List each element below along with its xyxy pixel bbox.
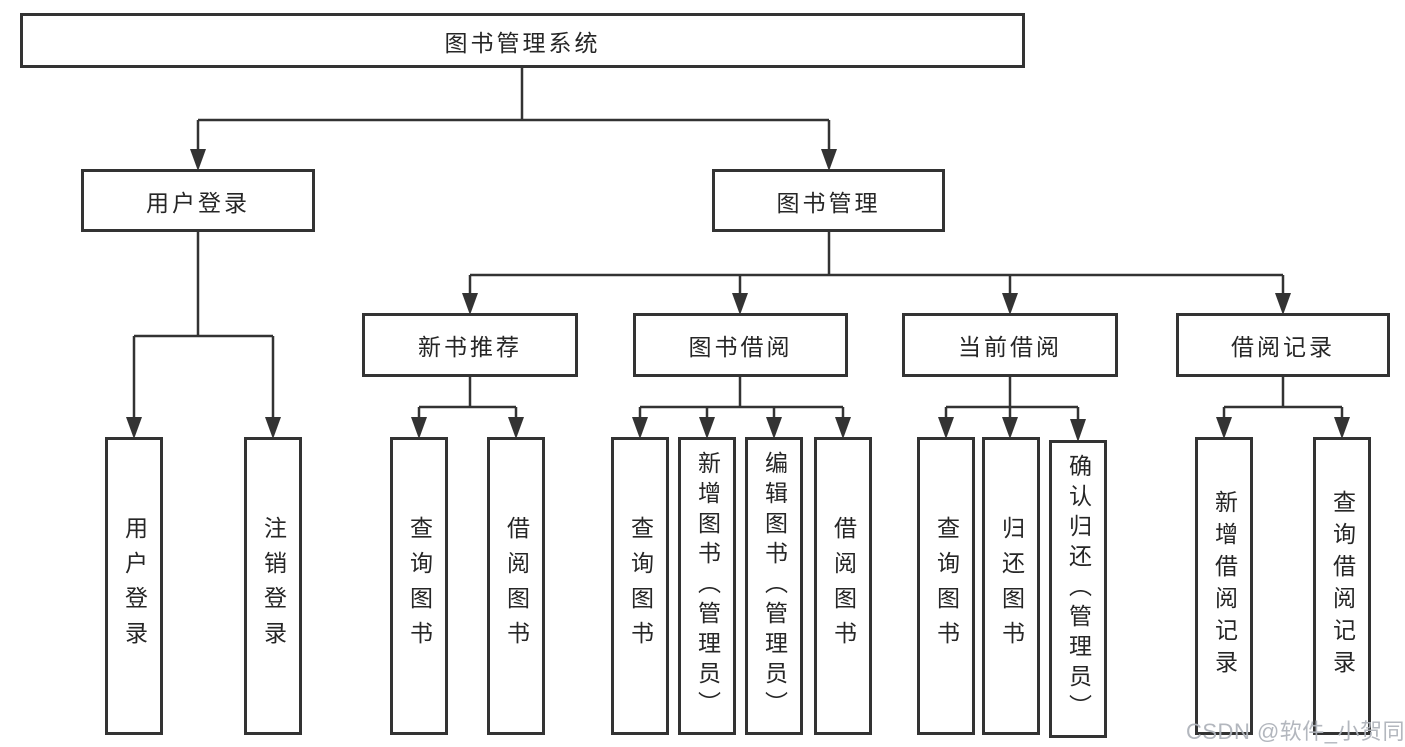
arrowhead-icon [632,417,648,439]
leaf-return-books: 归还图书 [982,437,1040,735]
connector-new-book-rec-to-leaves [411,377,524,439]
node-label: 借阅记录 [1231,334,1335,360]
arrowhead-icon [508,417,524,439]
leaf-label: 新增借阅记录 [1211,490,1238,682]
arrowhead-icon [411,417,427,439]
leaf-add-books-admin: 新增图书（管理员） [678,437,736,735]
node-label: 新书推荐 [418,334,522,360]
leaf-query-books: 查询图书 [611,437,669,735]
node-book-management: 图书管理 [712,169,945,232]
connector-book-mgmt-to-level3 [462,232,1291,315]
arrowhead-icon [265,417,281,439]
leaf-logout: 注销登录 [244,437,302,735]
node-book-borrow: 图书借阅 [633,313,848,377]
leaf-label: 查询图书 [933,516,960,656]
arrowhead-icon [1216,417,1232,439]
leaf-label: 查询图书 [406,516,433,656]
leaf-query-books: 查询图书 [917,437,975,735]
leaf-label: 查询图书 [627,516,654,656]
node-library-management-system: 图书管理系统 [20,13,1025,68]
arrowhead-icon [938,417,954,439]
arrowhead-icon [462,293,478,315]
connector-root-to-level2 [190,68,837,171]
node-new-book-recommend: 新书推荐 [362,313,578,377]
arrowhead-icon [732,293,748,315]
node-label: 用户登录 [146,189,250,216]
leaf-label: 借阅图书 [830,516,857,656]
leaf-label: 注销登录 [260,516,287,656]
node-label: 当前借阅 [958,334,1062,360]
node-label: 图书借阅 [688,334,793,360]
arrowhead-icon [1070,419,1086,442]
connector-book-borrow-to-leaves [632,377,851,439]
leaf-borrow-books: 借阅图书 [814,437,872,735]
leaf-user-login: 用户登录 [105,437,163,735]
node-label: 图书管理系统 [444,29,601,56]
leaf-label: 归还图书 [998,516,1025,656]
node-user-login: 用户登录 [81,169,315,232]
leaf-label: 新增图书（管理员） [694,451,721,721]
leaf-label: 借阅图书 [503,516,530,656]
arrowhead-icon [766,417,782,439]
arrowhead-icon [1334,417,1350,439]
connector-borrow-records-to-leaves [1216,377,1350,439]
node-current-borrow: 当前借阅 [902,313,1118,377]
leaf-confirm-return-admin: 确认归还（管理员） [1049,440,1107,738]
node-label: 图书管理 [776,189,881,216]
arrowhead-icon [1002,417,1018,439]
node-borrow-records: 借阅记录 [1176,313,1390,377]
connector-user-login-to-leaves [126,232,281,439]
leaf-label: 查询借阅记录 [1329,490,1356,682]
leaf-edit-books-admin: 编辑图书（管理员） [745,437,803,735]
arrowhead-icon [190,149,206,171]
leaf-label: 编辑图书（管理员） [761,451,788,721]
leaf-label: 确认归还（管理员） [1065,454,1092,724]
arrowhead-icon [1002,293,1018,315]
leaf-borrow-books: 借阅图书 [487,437,545,735]
connector-current-borrow-to-leaves [938,377,1086,442]
arrowhead-icon [821,149,837,171]
leaf-label: 用户登录 [121,516,148,656]
leaf-add-borrow-record: 新增借阅记录 [1195,437,1253,735]
arrowhead-icon [835,417,851,439]
leaf-query-books: 查询图书 [390,437,448,735]
arrowhead-icon [699,417,715,439]
arrowhead-icon [1275,293,1291,315]
csdn-watermark: CSDN @软件_小贺同学 [1186,719,1405,744]
arrowhead-icon [126,417,142,439]
leaf-query-borrow-record: 查询借阅记录 [1313,437,1371,735]
